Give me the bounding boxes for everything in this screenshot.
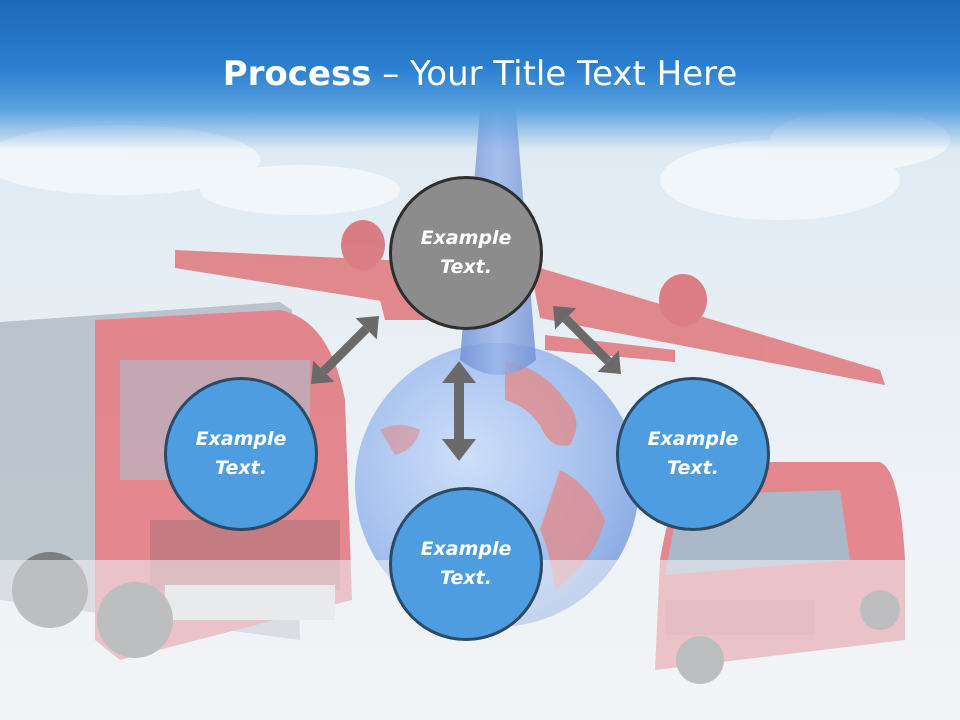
node-right-line2: Text. [667, 457, 719, 479]
node-bottom: Example Text. [389, 487, 543, 641]
slide-title: Process – Your Title Text Here [0, 52, 960, 96]
node-left: Example Text. [164, 377, 318, 531]
title-bold: Process [222, 54, 372, 94]
arrow-vertical [442, 361, 476, 461]
node-left-line2: Text. [215, 457, 267, 479]
node-bottom-line2: Text. [440, 567, 492, 589]
node-bottom-line1: Example [420, 538, 512, 560]
node-right-line1: Example [647, 428, 739, 450]
arrow-top-right [553, 306, 621, 374]
node-top-line2: Text. [440, 256, 492, 278]
title-rest: – Your Title Text Here [371, 54, 738, 94]
title-banner [0, 0, 960, 150]
node-top-line1: Example [420, 227, 512, 249]
node-left-line1: Example [195, 428, 287, 450]
arrow-top-left [311, 316, 379, 384]
node-right: Example Text. [616, 377, 770, 531]
node-top: Example Text. [389, 176, 543, 330]
